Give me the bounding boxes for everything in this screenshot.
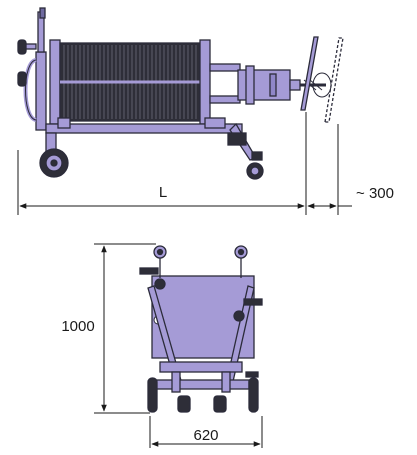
- handwheel: [300, 36, 319, 111]
- width-label: 620: [193, 427, 218, 444]
- side-view: [17, 7, 344, 180]
- small-wheel: [246, 162, 264, 180]
- front-left-wheel: [147, 377, 158, 413]
- front-right-wheel: [248, 377, 259, 413]
- length-label: L: [159, 184, 167, 201]
- left-column: [35, 51, 47, 131]
- left-gauge-icon: [153, 245, 167, 278]
- trolley-frame: [45, 123, 243, 134]
- side-dimensions: [17, 112, 352, 215]
- head-plate: [49, 39, 61, 125]
- large-wheel: [39, 148, 69, 178]
- front-dimensions: [94, 243, 263, 448]
- front-view: [139, 245, 263, 413]
- follower-plate: [199, 39, 211, 125]
- gauge-knob: [17, 39, 27, 55]
- height-label: 1000: [61, 318, 94, 335]
- right-gauge-icon: [234, 245, 248, 278]
- front-trolley: [159, 361, 243, 373]
- clearance-label: ~ 300: [356, 185, 394, 202]
